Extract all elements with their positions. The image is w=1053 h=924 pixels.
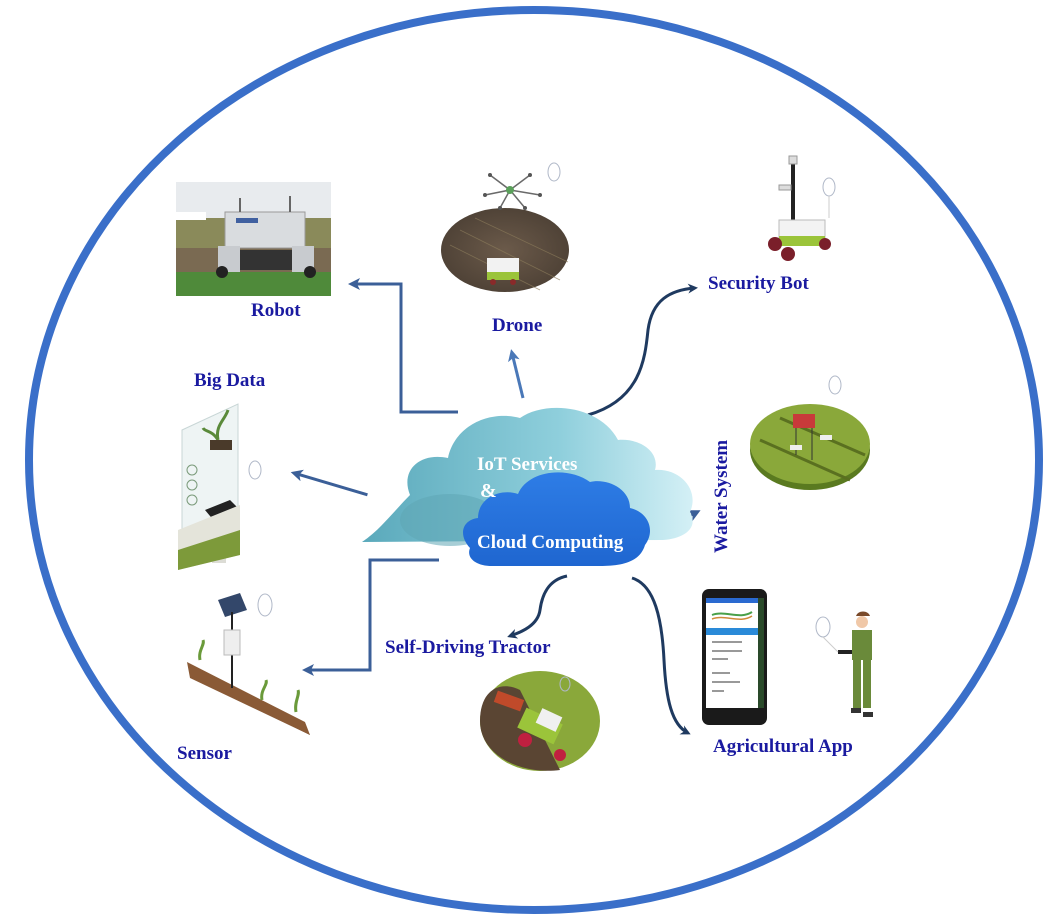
label-security-bot: Security Bot [708,273,809,294]
wifi-icon [257,593,273,617]
cloud-title-line3: Cloud Computing [477,532,624,553]
phone-app-farmer-icon [702,589,873,725]
label-water-system: Water System [711,439,732,553]
wifi-icon [828,375,842,395]
label-self-driving-tractor: Self-Driving Tractor [385,637,551,658]
wifi-icon [248,460,262,480]
label-agricultural-app: Agricultural App [713,736,853,757]
label-drone: Drone [492,315,543,336]
arrow-to-sensor [302,558,439,676]
cloud-title-line1: IoT Services [477,454,577,475]
field-robot-photo-icon [176,182,331,296]
arrow-to-tractor [507,574,568,639]
arrow-to-security-bot [587,283,698,417]
label-big-data: Big Data [194,370,266,391]
wifi-icon [815,616,831,638]
arrow-to-robot [348,278,458,414]
wifi-icon [822,177,836,197]
big-data-dashboard-icon [178,403,262,570]
autonomous-tractor-icon [480,671,600,771]
arrow-to-drone [508,349,525,399]
irrigation-system-icon [750,375,870,490]
cloud-title-ampersand: & [480,480,497,502]
central-cloud: IoT Services & Cloud Computing [362,407,693,566]
arrow-to-agricultural-app [631,576,691,735]
outer-ellipse [25,6,1043,914]
arrow-to-big-data [290,469,368,497]
drone-over-field-icon [441,162,569,292]
label-sensor: Sensor [177,743,232,764]
label-robot: Robot [251,300,301,321]
cloud-front-shape [463,472,651,566]
wifi-icon [547,162,561,182]
wifi-icon [559,676,571,692]
solar-sensor-station-icon [187,593,310,735]
security-robot-icon [768,155,836,261]
